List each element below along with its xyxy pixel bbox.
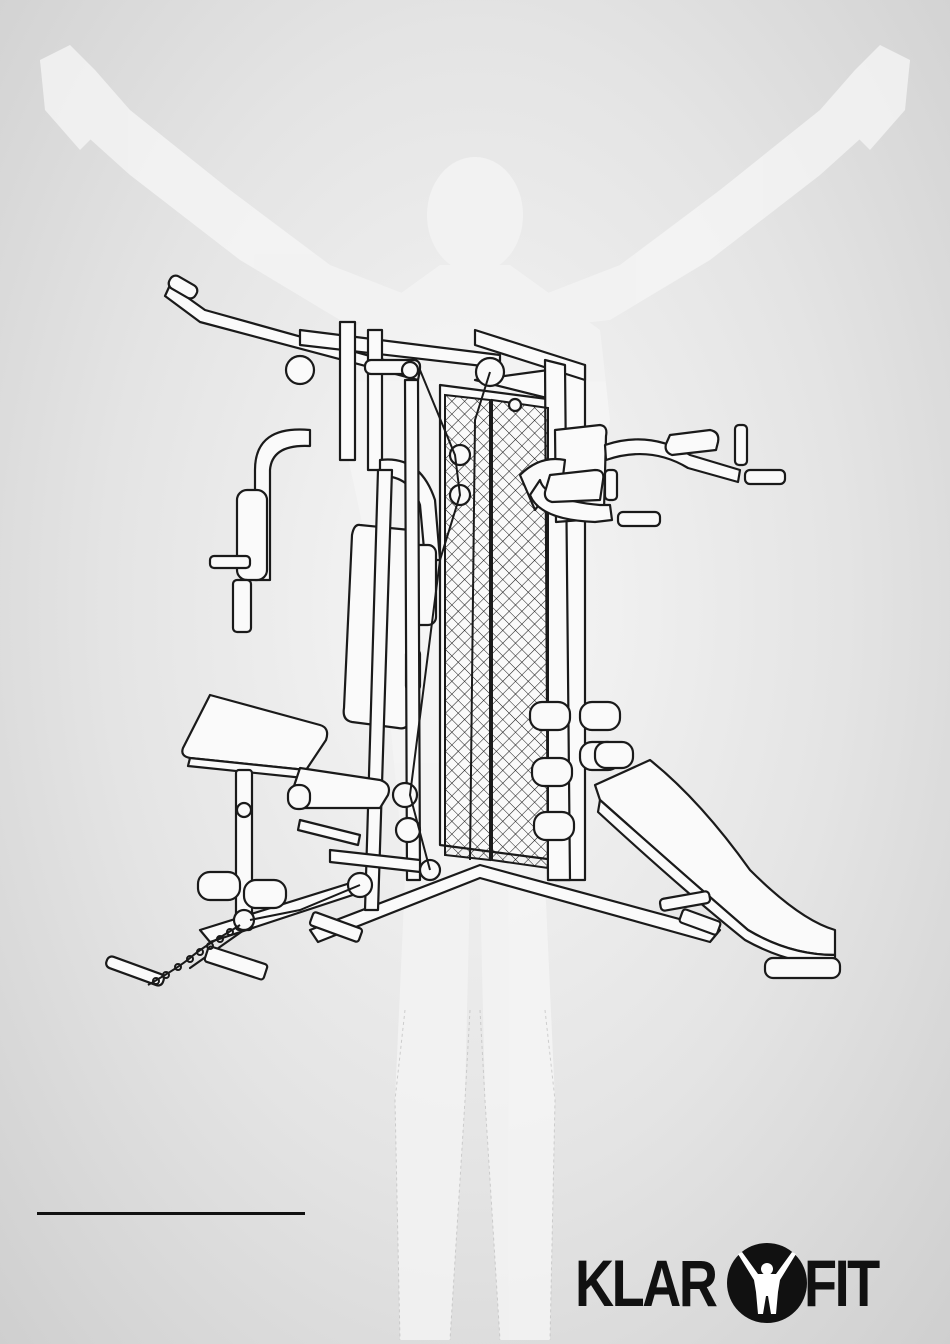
divider-line <box>37 1212 305 1215</box>
athlete-emblem-icon <box>724 1240 810 1326</box>
home-gym-illustration <box>95 270 855 1010</box>
brand-name-left: KLAR <box>575 1250 715 1316</box>
brand-name-right: FIT <box>804 1250 878 1316</box>
brand-logo: KLAR FIT <box>575 1228 920 1338</box>
